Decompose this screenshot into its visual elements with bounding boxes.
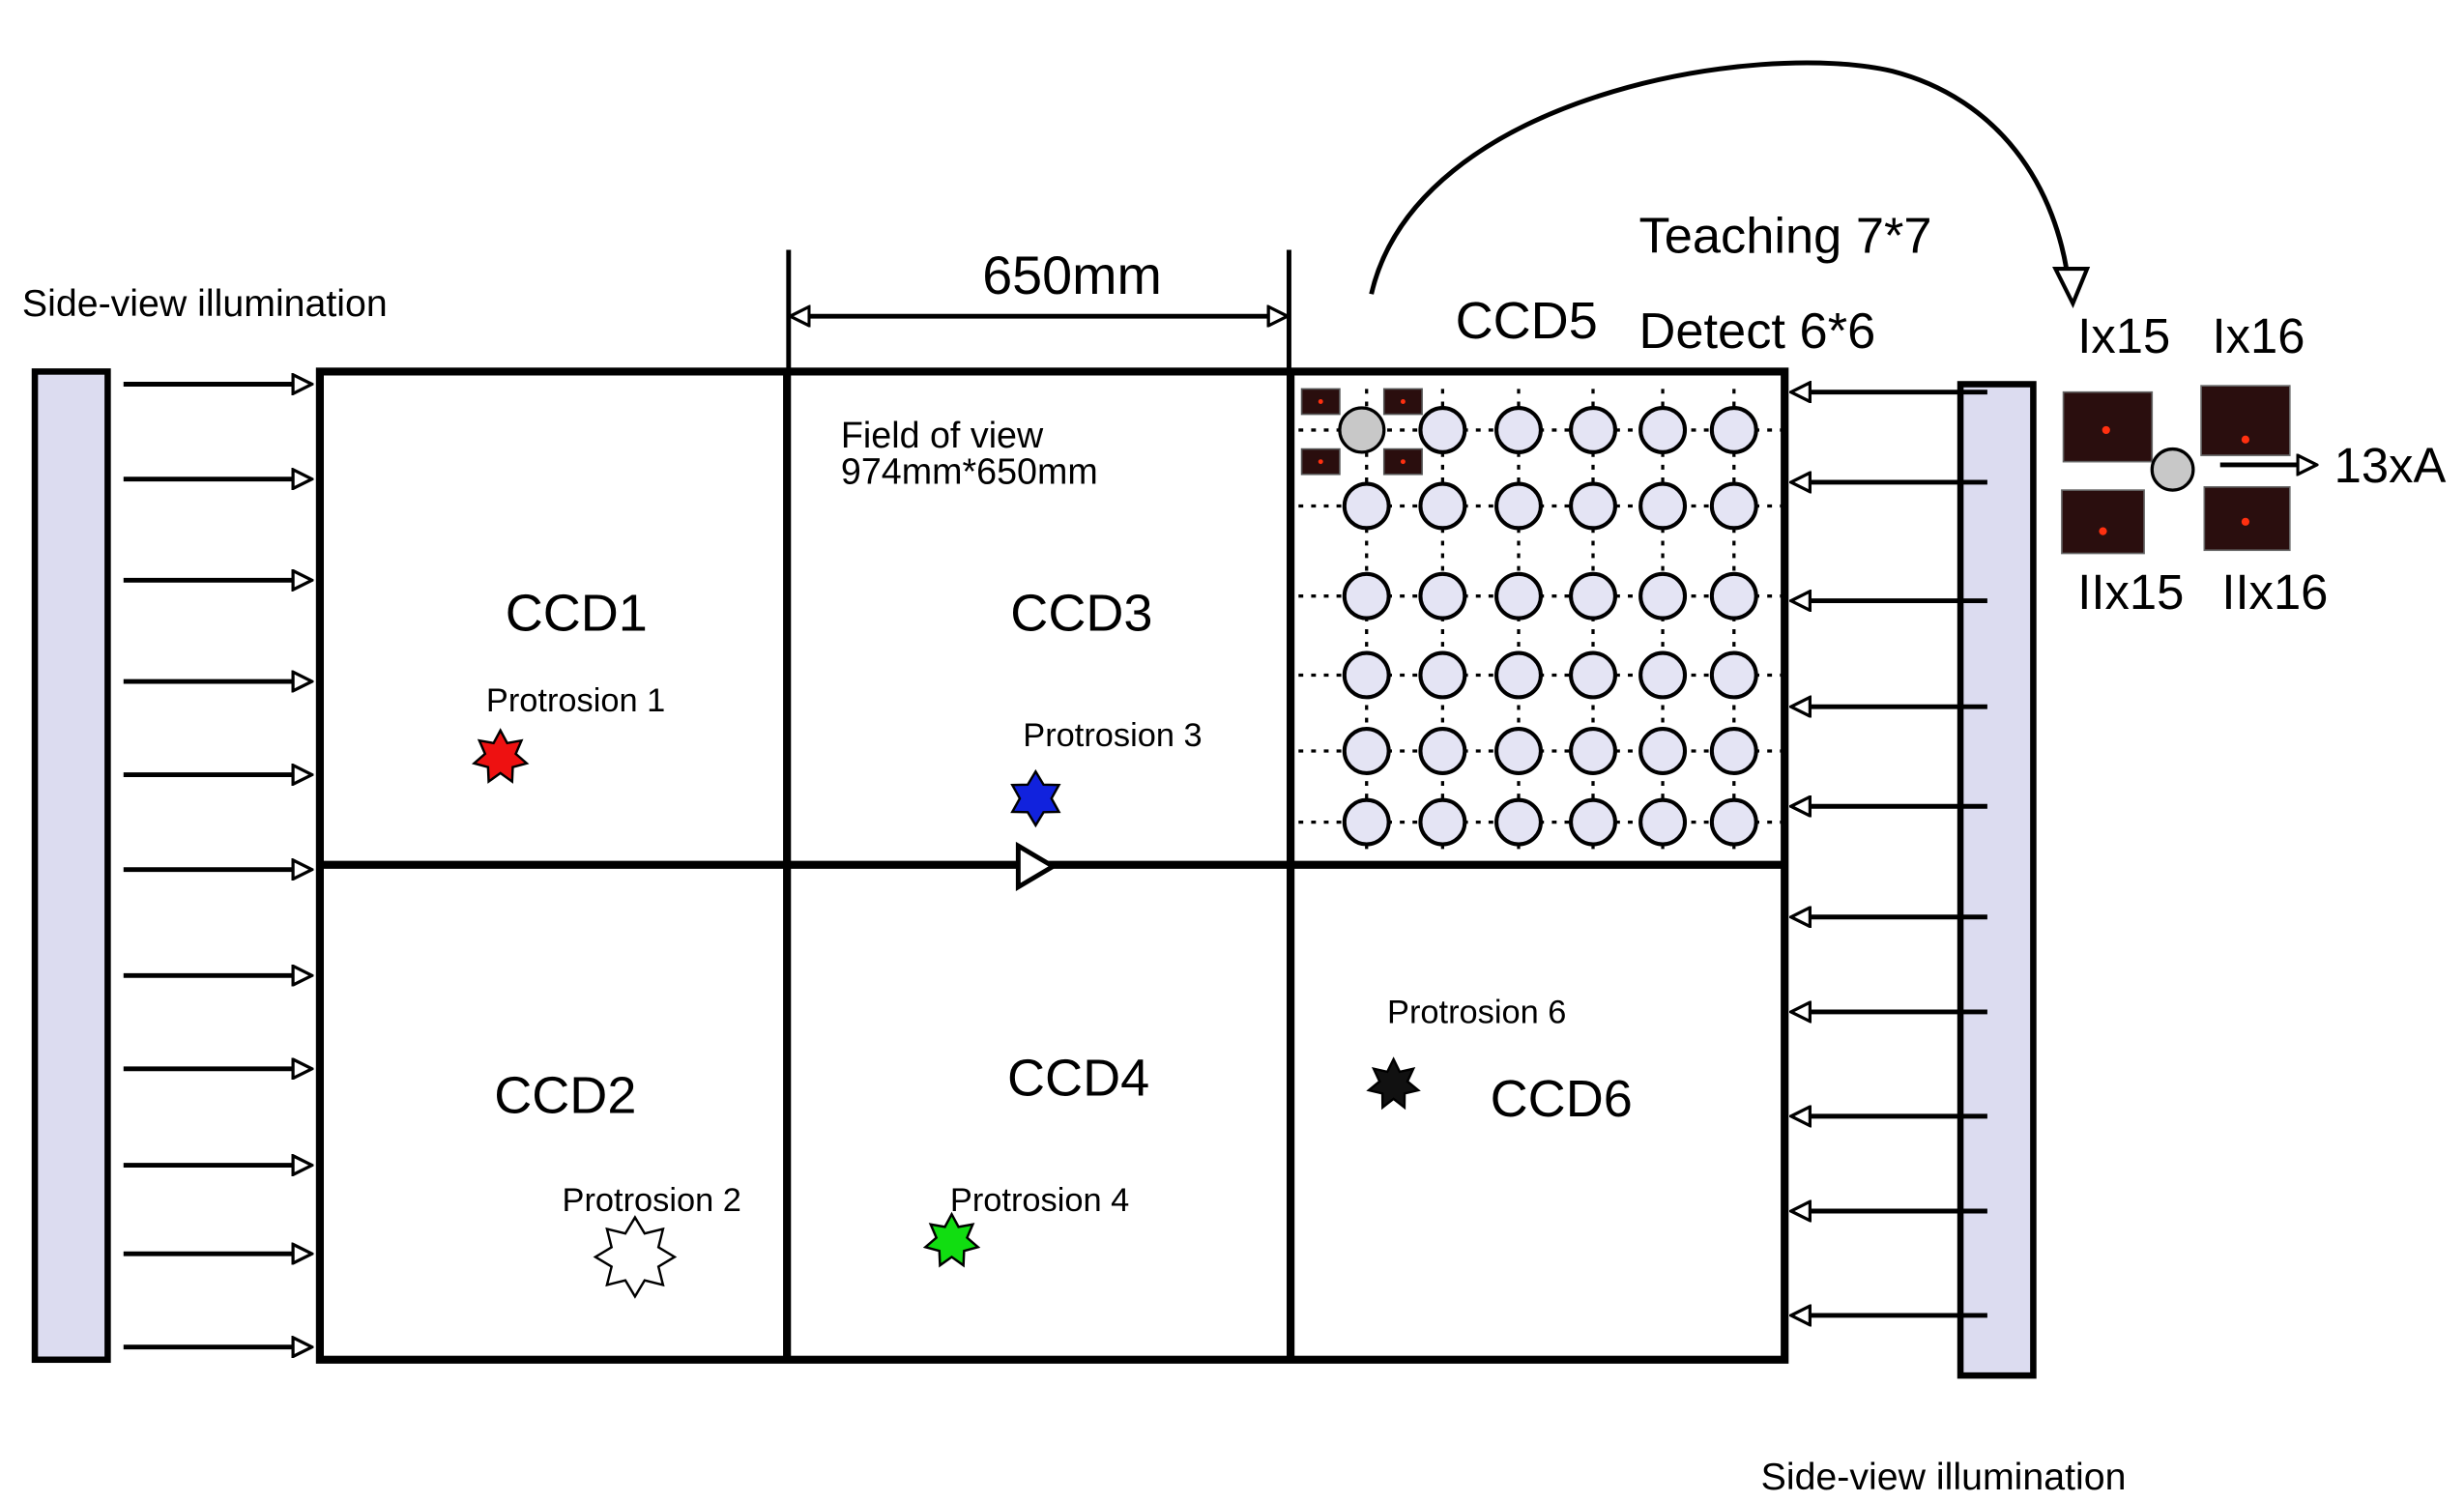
thumb-ix16-label: Ix16 (2213, 308, 2305, 363)
detect-point (1569, 727, 1617, 775)
detect-point (1494, 481, 1543, 531)
detect-point (1709, 571, 1758, 621)
detect-point (1342, 571, 1391, 621)
detect-point (1638, 797, 1688, 847)
detect-point (1569, 797, 1617, 847)
teaching-curved-arrow (1369, 60, 2073, 295)
protrusion-4-star-icon (922, 1211, 981, 1268)
protrusion-4-label: Protrosion 4 (950, 1182, 1129, 1219)
detect-point (1638, 727, 1688, 775)
detect-point (1709, 405, 1758, 454)
right-illumination-label: Side-view illumination (1761, 1456, 2127, 1498)
field-of-view-label-1: Field of view (841, 415, 1044, 455)
detail-target-circle (2150, 447, 2195, 492)
dimension-650mm (786, 249, 1291, 372)
detect-point (1494, 797, 1543, 847)
detect-point (1342, 481, 1391, 531)
detect-point (1418, 405, 1467, 454)
protrusion-2-label: Protrosion 2 (563, 1182, 741, 1219)
detect-point (1494, 571, 1543, 621)
detect-point (1709, 727, 1758, 775)
detect-point (1709, 481, 1758, 531)
ccd1-label: CCD1 (506, 585, 648, 643)
ccd6-label: CCD6 (1491, 1070, 1633, 1128)
protrusion-1-star-icon (471, 728, 530, 784)
detect-point (1418, 797, 1467, 847)
detect-point (1342, 727, 1391, 775)
protrusion-1-label: Protrosion 1 (486, 682, 665, 719)
detect-grid (1298, 389, 1782, 854)
curved-arrow-head-icon (2052, 267, 2091, 309)
detect-point (1342, 797, 1391, 847)
detect-point (1418, 571, 1467, 621)
detect-point (1638, 571, 1688, 621)
detect-point (1494, 650, 1543, 700)
thumb-ix15-label: Ix15 (2077, 308, 2170, 363)
protrusion-3-label: Protrosion 3 (1023, 717, 1202, 754)
ccd4-label: CCD4 (1007, 1050, 1149, 1108)
left-illumination-bar (31, 368, 111, 1364)
protrusion-2-star-icon (593, 1215, 678, 1299)
detect-label: Detect 6*6 (1639, 303, 1876, 360)
protrusion-6-star-icon (1366, 1056, 1421, 1111)
detect-point (1418, 727, 1467, 775)
ccd3-label: CCD3 (1010, 585, 1152, 643)
left-illumination-label: Side-view illumination (22, 282, 388, 325)
teaching-label: Teaching 7*7 (1639, 209, 1932, 265)
detail-thumbnails (2061, 385, 2315, 555)
protrusion-3-star-icon (1010, 768, 1061, 828)
thumb-iix15-label: IIx15 (2077, 564, 2184, 620)
detect-point (1569, 571, 1617, 621)
right-illumination-arrows (1792, 392, 1987, 1315)
detect-point (1638, 405, 1688, 454)
output-13xa-label: 13xA (2334, 438, 2447, 493)
detect-point (1638, 481, 1688, 531)
teaching-target-circle (1338, 406, 1386, 454)
thumb-iix16-label: IIx16 (2221, 564, 2328, 620)
detect-point (1569, 650, 1617, 700)
detect-point (1569, 405, 1617, 454)
detect-point (1638, 650, 1688, 700)
left-illumination-arrows (123, 384, 310, 1346)
detect-point (1418, 481, 1467, 531)
detect-point (1494, 727, 1543, 775)
detect-point (1418, 650, 1467, 700)
teaching-thumbnails (1300, 388, 1423, 476)
detect-point (1342, 650, 1391, 700)
ccd5-label: CCD5 (1456, 292, 1598, 350)
detect-point (1569, 481, 1617, 531)
detect-point (1709, 650, 1758, 700)
detect-point (1494, 405, 1543, 454)
dimension-label: 650mm (982, 246, 1162, 305)
protrusion-6-label: Protrosion 6 (1387, 994, 1566, 1030)
field-of-view-label-2: 974mm*650mm (841, 451, 1098, 492)
detect-point (1709, 797, 1758, 847)
row-boundary-arrow-icon (1015, 841, 1058, 891)
ccd2-label: CCD2 (494, 1067, 636, 1125)
right-illumination-bar (1957, 381, 2037, 1379)
